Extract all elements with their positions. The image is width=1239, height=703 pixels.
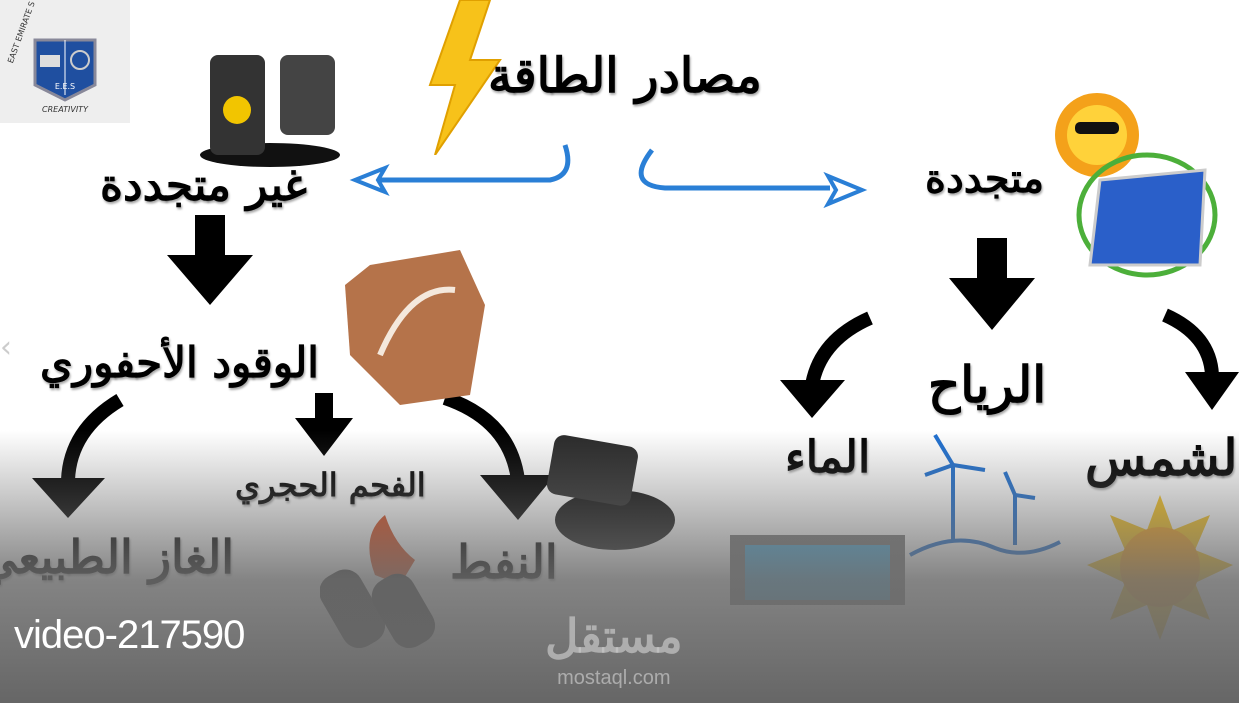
- label-coal: الفحم الحجري: [235, 466, 426, 504]
- oil-spill-icon: [546, 435, 675, 550]
- page-title: مصادر الطاقة: [488, 48, 762, 104]
- label-natural-gas: الغاز الطبيعي: [0, 530, 235, 584]
- oil-barrels-icon: [200, 55, 340, 167]
- school-logo: E.E.S EAST EMIRATE S CREATIVITY: [0, 0, 130, 123]
- fossil-icon: [345, 250, 485, 405]
- label-fossil-fuel: الوقود الأحفوري: [40, 338, 319, 387]
- label-wind: الرياح: [928, 355, 1047, 414]
- dam-icon: [730, 535, 905, 605]
- watermark-domain: mostaql.com: [557, 666, 671, 689]
- label-sun: الشمس: [1085, 428, 1239, 487]
- arrow-left-head: [349, 163, 390, 197]
- arrow-right-head: [823, 171, 868, 209]
- solar-panel-icon: [1076, 152, 1218, 278]
- label-renewable: متجددة: [925, 155, 1045, 202]
- smiling-sun-icon: [1087, 495, 1233, 640]
- sun-sunglasses-icon: [1055, 93, 1139, 177]
- svg-text:CREATIVITY: CREATIVITY: [42, 105, 89, 114]
- label-water: الماء: [785, 432, 871, 483]
- video-label: video-217590: [14, 613, 245, 657]
- label-oil: النفط: [450, 535, 558, 589]
- lightning-icon: [428, 0, 502, 155]
- svg-text:E.E.S: E.E.S: [55, 82, 75, 91]
- wind-turbines-icon: [909, 433, 1061, 557]
- previous-chevron-icon[interactable]: ‹: [0, 330, 12, 365]
- label-non-renewable: غير متجددة: [100, 160, 307, 211]
- mostaql-watermark: مستقل mostaql.com: [545, 608, 683, 690]
- watermark-arabic: مستقل: [545, 610, 683, 662]
- coal-fire-icon: [320, 515, 436, 649]
